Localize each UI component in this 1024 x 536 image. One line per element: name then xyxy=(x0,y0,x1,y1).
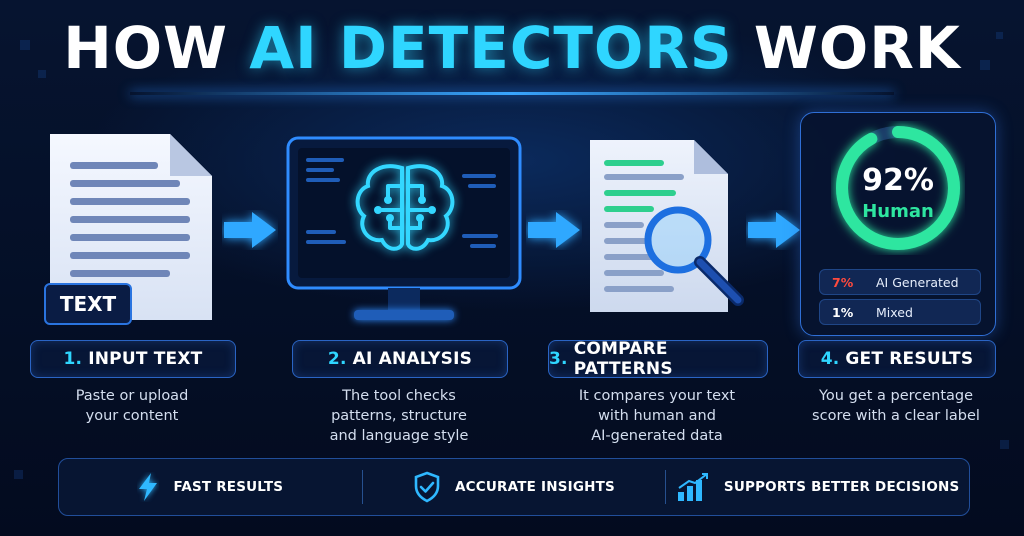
description-line: The tool checks xyxy=(342,388,456,404)
lightning-icon xyxy=(139,473,158,501)
human-percentage: 92% xyxy=(862,163,934,198)
document-magnifier-icon xyxy=(590,140,744,312)
page-title: HOW AI DETECTORS WORK xyxy=(0,10,1024,86)
ai-generated-row: 7% AI Generated xyxy=(819,269,981,295)
title-underline-glow xyxy=(130,92,894,95)
score-ring xyxy=(836,126,960,250)
decor-square xyxy=(38,70,46,78)
ai-generated-label: AI Generated xyxy=(876,274,959,290)
decor-square xyxy=(20,40,30,50)
feature-accurate-insights: ACCURATE INSIGHTS xyxy=(361,470,666,504)
document-icon xyxy=(50,134,212,320)
ai-generated-value: 7% xyxy=(832,274,854,290)
title-part-how: HOW xyxy=(63,14,229,82)
feature-supports-better-decisions: SUPPORTS BETTER DECISIONS xyxy=(665,470,969,504)
shield-check-icon xyxy=(414,471,440,503)
decor-square xyxy=(1000,440,1009,449)
feature-label: FAST RESULTS xyxy=(173,479,284,495)
step-number: 1. xyxy=(63,349,83,369)
step-description-input-text: Paste or upload your content xyxy=(30,386,234,426)
arrow-right-icon xyxy=(528,212,580,248)
step-number: 2. xyxy=(327,349,347,369)
step-description-get-results: You get a percentage score with a clear … xyxy=(792,386,1000,426)
step-title: GET RESULTS xyxy=(845,349,974,369)
monitor-brain-icon xyxy=(286,136,522,320)
step-title: COMPARE PATTERNS xyxy=(573,339,673,379)
text-badge-label: TEXT xyxy=(59,292,117,316)
step-description-ai-analysis: The tool checks patterns, structure and … xyxy=(292,386,506,446)
description-line: AI-generated data xyxy=(591,428,723,444)
feature-fast-results: FAST RESULTS xyxy=(59,459,362,515)
step-title: AI ANALYSIS xyxy=(352,349,473,369)
description-line: You get a percentage xyxy=(818,388,974,404)
title-part-ai-detectors: AI DETECTORS xyxy=(249,14,733,82)
title-part-work: WORK xyxy=(753,14,961,82)
description-line: and language style xyxy=(329,428,469,444)
text-badge: TEXT xyxy=(44,283,132,325)
step-number: 4. xyxy=(820,349,840,369)
results-card: 92% Human 7% AI Generated 1% Mixed xyxy=(800,112,996,336)
step-label-ai-analysis: 2. AI ANALYSIS xyxy=(292,340,508,378)
feature-label: SUPPORTS BETTER DECISIONS xyxy=(723,479,960,495)
step-description-compare-patterns: It compares your text with human and AI-… xyxy=(548,386,766,446)
feature-label: ACCURATE INSIGHTS xyxy=(455,479,615,495)
description-line: with human and xyxy=(598,408,716,424)
description-line: your content xyxy=(85,408,179,424)
decor-square xyxy=(996,32,1003,39)
step-label-compare-patterns: 3. COMPARE PATTERNS xyxy=(548,339,768,379)
arrow-right-icon xyxy=(224,212,276,248)
human-label: Human xyxy=(862,201,934,222)
mixed-label: Mixed xyxy=(876,304,913,320)
step-title: INPUT TEXT xyxy=(88,349,203,369)
description-line: score with a clear label xyxy=(812,408,980,424)
mixed-row: 1% Mixed xyxy=(819,299,981,325)
decor-square xyxy=(980,60,990,70)
description-line: It compares your text xyxy=(578,388,736,404)
arrow-right-icon xyxy=(748,212,800,248)
decor-square xyxy=(14,470,23,479)
step-label-input-text: 1. INPUT TEXT xyxy=(30,340,236,378)
description-line: patterns, structure xyxy=(331,408,467,424)
bar-chart-icon xyxy=(677,473,708,501)
score-ring-arc xyxy=(836,126,960,250)
description-line: Paste or upload xyxy=(75,388,189,404)
mixed-value: 1% xyxy=(832,304,854,320)
step-number: 3. xyxy=(549,349,568,369)
step-label-get-results: 4. GET RESULTS xyxy=(798,340,996,378)
features-bar: FAST RESULTS ACCURATE INSIGHTS SUPPORTS … xyxy=(58,458,970,516)
